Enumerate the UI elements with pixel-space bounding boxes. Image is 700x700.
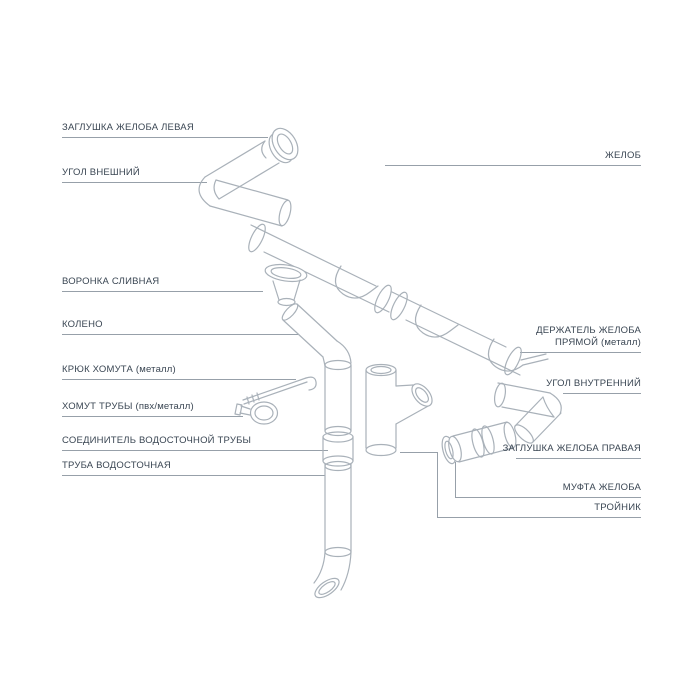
label-downpipe-connector: СОЕДИНИТЕЛЬ ВОДОСТОЧНОЙ ТРУБЫ	[62, 435, 252, 446]
leader-lines	[62, 137, 641, 518]
drain-funnel-icon	[264, 263, 308, 307]
outer-corner-icon	[198, 140, 292, 227]
label-outer-corner: УГОЛ ВНЕШНИЙ	[62, 167, 140, 178]
gutter-icon	[248, 223, 392, 314]
gutter-icon	[390, 291, 522, 376]
pipe-clamp-icon	[234, 401, 279, 425]
downpipe-connector-icon	[322, 431, 354, 467]
gutter-holder-straight-metal-icon	[487, 338, 549, 372]
gutter-holder-icon	[334, 265, 379, 299]
elbow-icon	[281, 303, 352, 367]
label-gutter: ЖЕЛОБ	[605, 150, 641, 161]
label-downpipe: ТРУБА ВОДОСТОЧНАЯ	[62, 460, 171, 471]
label-gutter-end-cap-left: ЗАГЛУШКА ЖЕЛОБА ЛЕВАЯ	[62, 122, 194, 133]
tee-icon	[365, 363, 433, 457]
label-clamp-hook-metal: КРЮК ХОМУТА (металл)	[62, 364, 176, 375]
downpipe-icon	[313, 460, 352, 599]
inner-corner-icon	[493, 382, 562, 444]
label-drain-funnel: ВОРОНКА СЛИВНАЯ	[62, 276, 160, 287]
downpipe-icon	[324, 359, 352, 437]
label-pipe-clamp: ХОМУТ ТРУБЫ (пвх/металл)	[62, 401, 194, 412]
label-gutter-holder-straight-metal: ДЕРЖАТЕЛЬ ЖЕЛОБА ПРЯМОЙ (металл)	[536, 325, 641, 348]
gutter-coupling-icon	[452, 421, 517, 463]
label-gutter-end-cap-right: ЗАГЛУШКА ЖЕЛОБА ПРАВАЯ	[502, 443, 641, 454]
gutter-end-cap-right-icon	[441, 435, 462, 465]
label-inner-corner: УГОЛ ВНУТРЕННИЙ	[546, 378, 641, 389]
label-tee: ТРОЙНИК	[594, 502, 641, 513]
label-elbow: КОЛЕНО	[62, 319, 103, 330]
gutter-end-cap-left-icon	[268, 127, 299, 164]
clamp-hook-metal-icon	[242, 376, 317, 405]
label-gutter-coupling: МУФТА ЖЕЛОБА	[562, 482, 641, 493]
gutter-holder-icon	[414, 304, 459, 338]
